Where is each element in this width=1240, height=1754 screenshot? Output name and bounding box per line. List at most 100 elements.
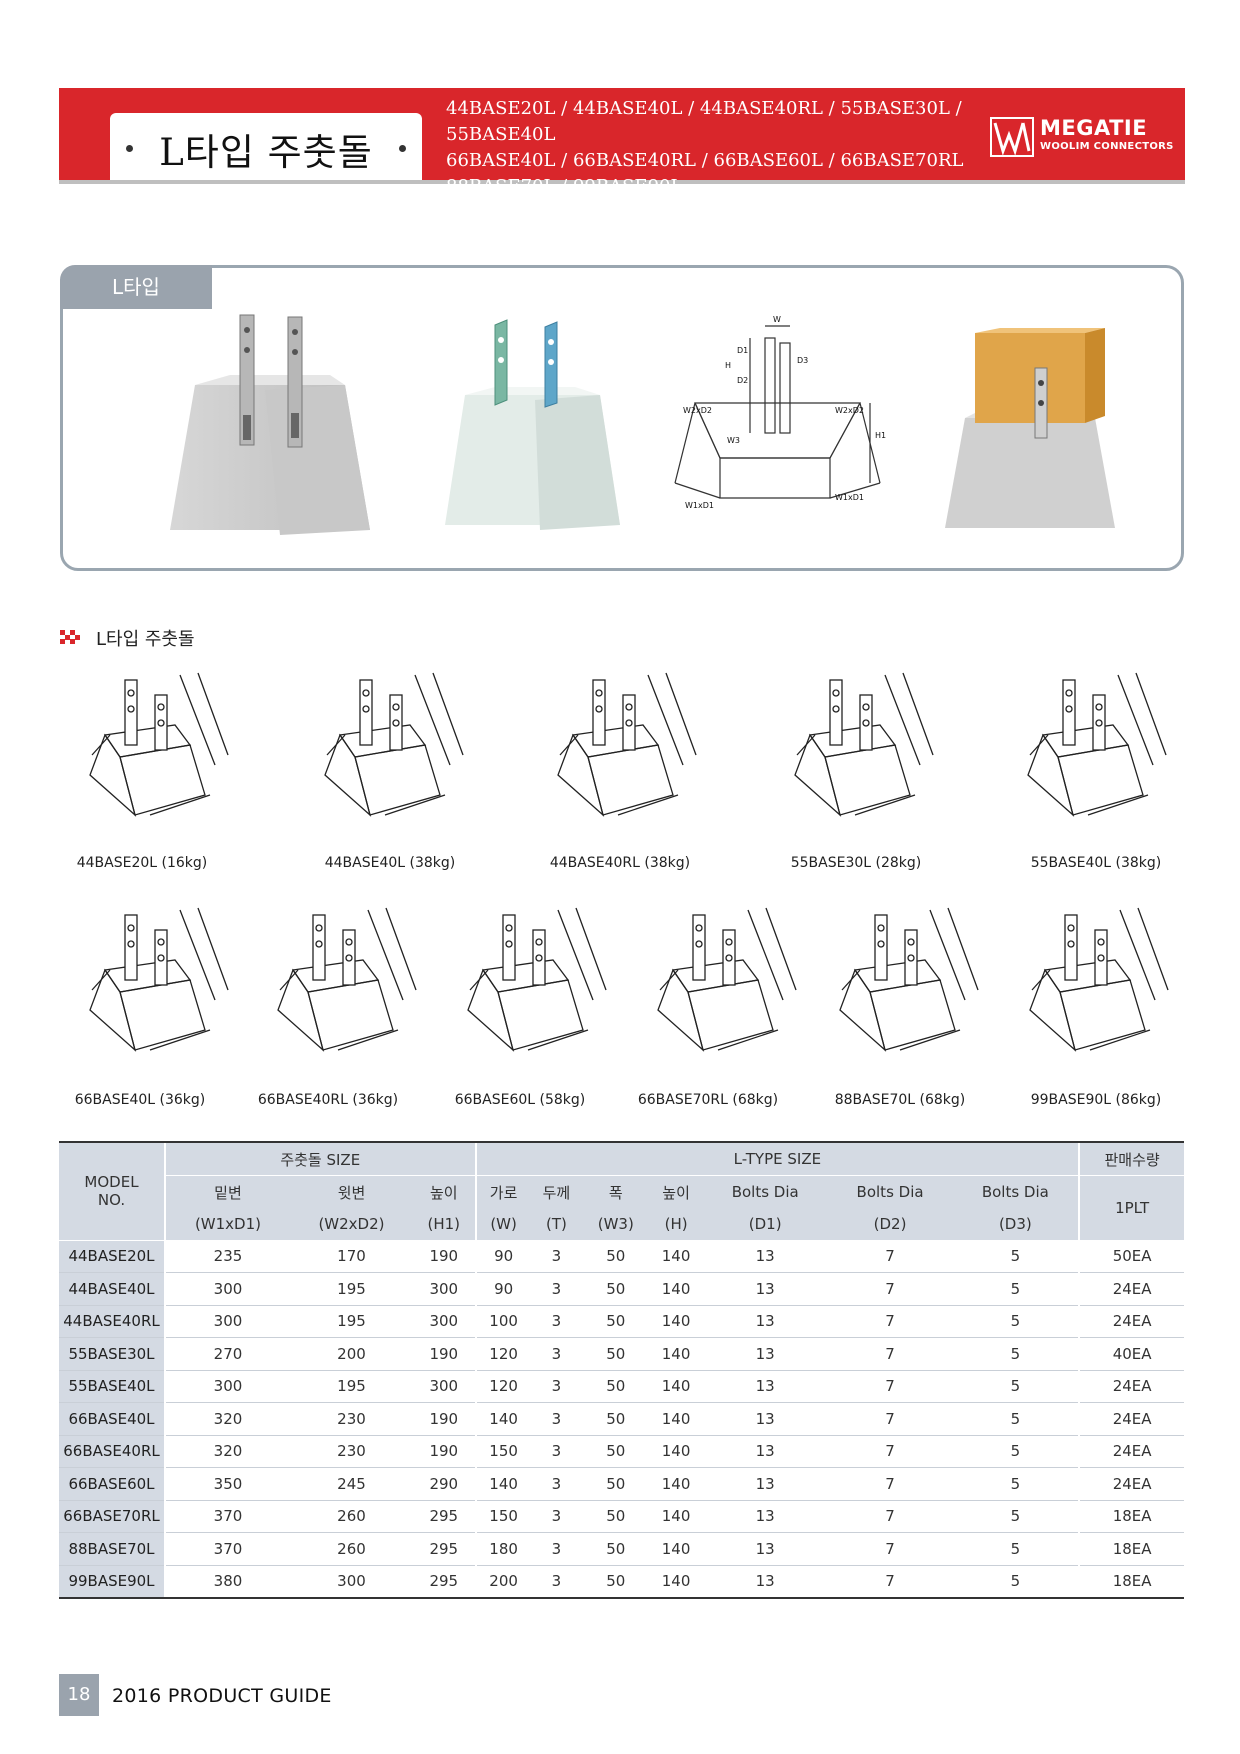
table-cell: 18EA <box>1078 1532 1184 1566</box>
table-cell: 13 <box>702 1305 828 1338</box>
table-cell: 13 <box>702 1565 828 1599</box>
model-list-line-1: 44BASE20L / 44BASE40L / 44BASE40RL / 55B… <box>446 98 962 145</box>
brand-subtitle: WOOLIM CONNECTORS <box>1040 141 1174 152</box>
table-cell-model: 99BASE90L <box>59 1565 165 1599</box>
table-cell: 24EA <box>1078 1305 1184 1338</box>
model-list: 44BASE20L / 44BASE40L / 44BASE40RL / 55B… <box>446 96 1006 200</box>
table-cell-model: 44BASE40RL <box>59 1305 165 1338</box>
dim-label-w3: W3 <box>727 436 740 445</box>
header-unit-10: (D3) <box>952 1208 1080 1240</box>
table-cell: 7 <box>827 1240 953 1273</box>
table-cell: 50 <box>582 1500 650 1533</box>
table-cell: 320 <box>164 1435 290 1468</box>
table-cell: 5 <box>952 1532 1080 1566</box>
page-title: L타입 주춧돌 <box>159 131 373 174</box>
table-cell: 140 <box>649 1500 703 1533</box>
product-caption-1: 44BASE20L (16kg) <box>76 855 208 871</box>
title-tab <box>110 113 422 180</box>
table-cell: 90 <box>474 1240 531 1273</box>
product-caption-5: 55BASE40L (38kg) <box>1030 855 1162 871</box>
table-cell: 50 <box>582 1467 650 1501</box>
table-cell-model: 44BASE20L <box>59 1240 165 1273</box>
table-cell: 3 <box>530 1272 583 1306</box>
product-drawing-55base40l <box>1027 672 1167 816</box>
dim-label-h1: H1 <box>875 431 886 440</box>
table-cell: 140 <box>649 1467 703 1501</box>
table-cell-model: 44BASE40L <box>59 1272 165 1306</box>
table-cell: 13 <box>702 1370 828 1403</box>
table-cell: 50 <box>582 1435 650 1468</box>
header-unit-3: (H1) <box>413 1208 476 1240</box>
table-cell: 50 <box>582 1402 650 1436</box>
dim-label-d2: D2 <box>737 376 748 385</box>
table-cell: 370 <box>164 1500 290 1533</box>
table-cell: 3 <box>530 1305 583 1338</box>
header-col-9: Bolts Dia <box>827 1175 953 1208</box>
table-cell: 300 <box>164 1305 290 1338</box>
header-model-line-2: NO. <box>97 1191 126 1210</box>
table-cell: 3 <box>530 1467 583 1501</box>
spec-table: MODEL NO. 주춧돌 SIZE L-TYPE SIZE 판매수량 밑변 윗… <box>59 1141 1184 1599</box>
table-cell: 7 <box>827 1532 953 1566</box>
table-cell: 50 <box>582 1337 650 1371</box>
table-cell: 140 <box>474 1402 531 1436</box>
table-cell: 3 <box>530 1370 583 1403</box>
header-group-ltype: L-TYPE SIZE <box>474 1141 1080 1176</box>
header-unit-9: (D2) <box>827 1208 953 1240</box>
table-cell: 3 <box>530 1532 583 1566</box>
table-cell: 13 <box>702 1467 828 1501</box>
table-cell: 320 <box>164 1402 290 1436</box>
table-cell: 300 <box>164 1370 290 1403</box>
table-cell: 5 <box>952 1565 1080 1599</box>
model-list-line-2: 66BASE40L / 66BASE40RL / 66BASE60L / 66B… <box>446 150 964 171</box>
footer-text: 2016 PRODUCT GUIDE <box>112 1685 332 1707</box>
dimension-diagram: W D1 D2 H H1 D3 W3 W2xD2 W2xD2 W1xD1 W1x… <box>674 315 886 510</box>
table-cell: 195 <box>289 1272 414 1306</box>
header-col-1: 밑변 <box>164 1175 290 1208</box>
product-caption-8: 66BASE60L (58kg) <box>454 1092 586 1108</box>
table-cell: 7 <box>827 1305 953 1338</box>
table-cell: 50 <box>582 1305 650 1338</box>
table-cell: 190 <box>413 1337 476 1371</box>
table-cell: 24EA <box>1078 1370 1184 1403</box>
product-caption-3: 44BASE40RL (38kg) <box>549 855 691 871</box>
table-cell: 3 <box>530 1565 583 1599</box>
product-photo-post-base <box>945 328 1115 528</box>
product-drawing-88base70l <box>839 907 979 1051</box>
table-cell: 7 <box>827 1370 953 1403</box>
table-cell: 5 <box>952 1240 1080 1273</box>
product-caption-9: 66BASE70RL (68kg) <box>637 1092 779 1108</box>
section-heading: L타입 주춧돌 <box>96 629 195 650</box>
table-cell-model: 66BASE60L <box>59 1467 165 1501</box>
product-caption-7: 66BASE40RL (36kg) <box>257 1092 399 1108</box>
brand-logo-icon <box>990 117 1034 157</box>
header-unit-6: (W3) <box>582 1208 650 1240</box>
table-cell: 5 <box>952 1435 1080 1468</box>
table-cell: 120 <box>474 1337 531 1371</box>
table-cell: 140 <box>649 1435 703 1468</box>
product-caption-11: 99BASE90L (86kg) <box>1030 1092 1162 1108</box>
table-cell: 24EA <box>1078 1467 1184 1501</box>
table-cell-model: 55BASE40L <box>59 1370 165 1403</box>
table-cell: 350 <box>164 1467 290 1501</box>
dim-label-w1d1-right: W1xD1 <box>835 493 864 502</box>
table-cell: 24EA <box>1078 1272 1184 1306</box>
page-number: 18 <box>59 1674 99 1716</box>
dim-label-w2d2-right: W2xD2 <box>835 406 864 415</box>
table-cell-model: 66BASE70RL <box>59 1500 165 1533</box>
table-cell: 170 <box>289 1240 414 1273</box>
table-cell: 245 <box>289 1467 414 1501</box>
table-cell: 24EA <box>1078 1402 1184 1436</box>
table-cell: 150 <box>474 1500 531 1533</box>
table-cell: 150 <box>474 1435 531 1468</box>
table-cell: 140 <box>649 1402 703 1436</box>
table-cell: 195 <box>289 1370 414 1403</box>
table-cell: 300 <box>164 1272 290 1306</box>
